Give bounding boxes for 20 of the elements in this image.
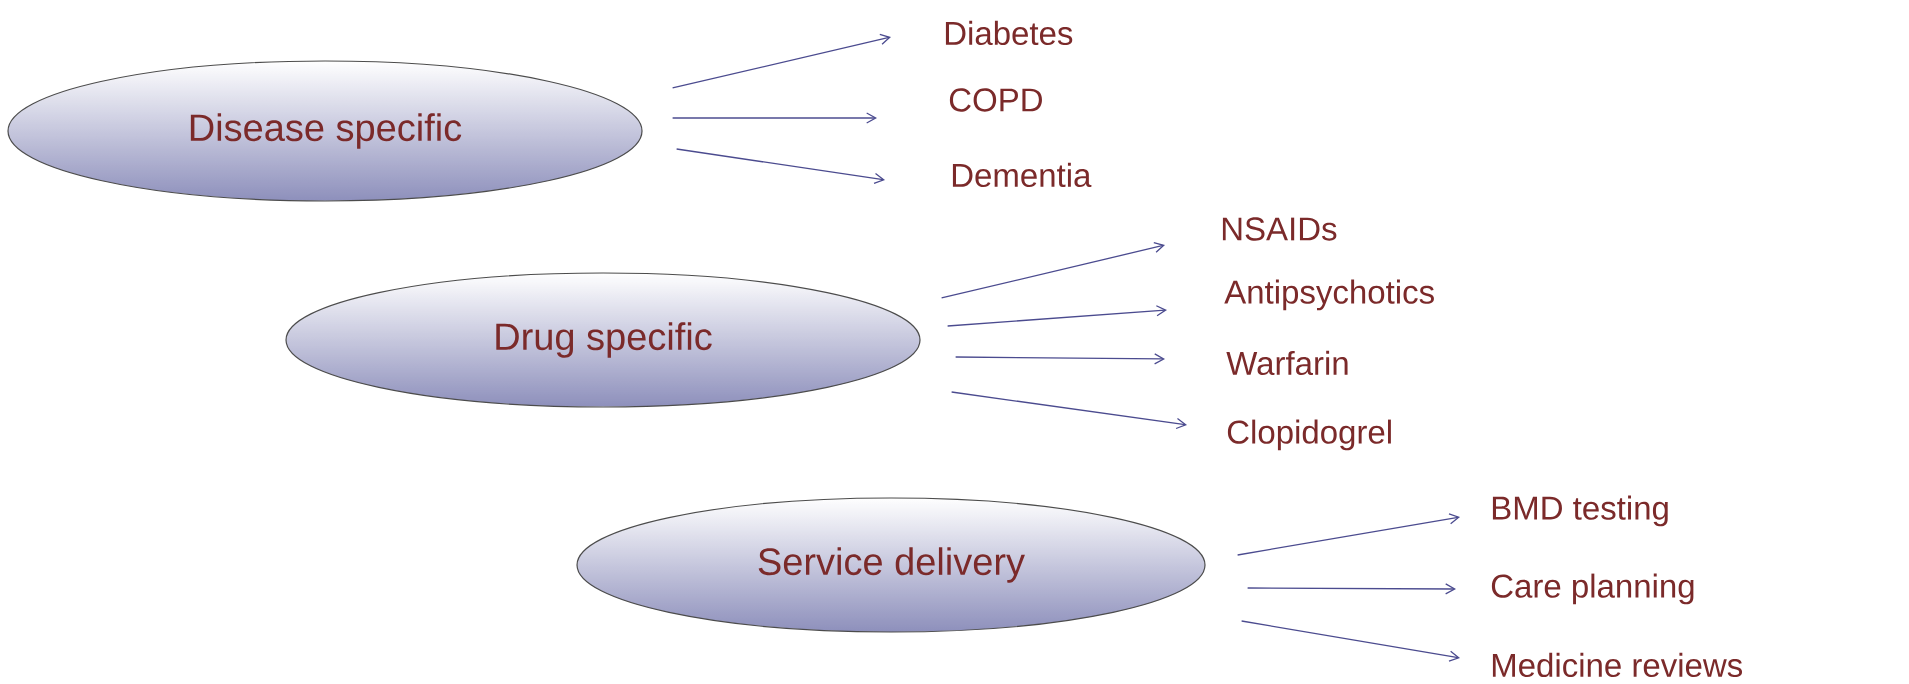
item-label: COPD: [949, 88, 1042, 112]
item-label: Care planning: [1491, 573, 1694, 605]
arrow: [1240, 620, 1460, 662]
item-label: Diabetes: [945, 20, 1073, 46]
item-label: Clopidogrel: [1227, 419, 1391, 451]
arrow: [950, 391, 1187, 430]
arrow: [940, 241, 1165, 299]
item-label: Antipsychotics: [1224, 279, 1434, 311]
arrow: [675, 148, 885, 185]
arrow: [954, 353, 1165, 365]
item-label: Medicine reviews: [1492, 652, 1742, 678]
item-label: BMD testing: [1492, 495, 1668, 527]
arrow: [1246, 583, 1456, 595]
arrow: [1236, 513, 1460, 556]
item-label: Dementia: [952, 162, 1092, 188]
arrow: [671, 33, 891, 89]
arrow: [946, 305, 1167, 327]
item-label: NSAIDs: [1222, 217, 1337, 241]
item-label: Warfarin: [1226, 350, 1348, 376]
arrow: [671, 112, 877, 124]
